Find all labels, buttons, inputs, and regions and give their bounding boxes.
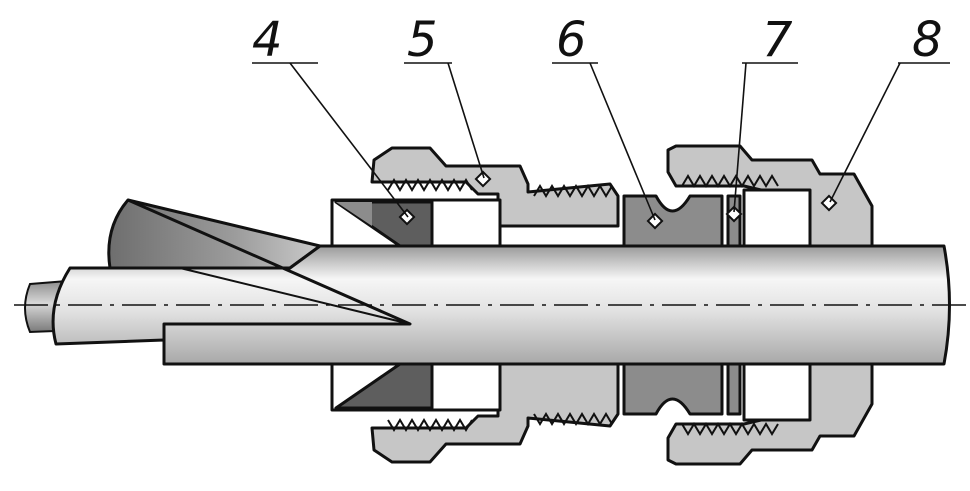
callout-6: 6 xyxy=(552,12,656,221)
ferrule-ring-top xyxy=(330,198,502,248)
washer-bottom xyxy=(726,362,742,416)
ferrule-ring-bottom xyxy=(330,362,502,412)
callout-5: 5 xyxy=(404,12,485,179)
washer-top xyxy=(725,194,743,248)
callout-label-5: 5 xyxy=(407,12,438,68)
callout-label-7: 7 xyxy=(762,12,793,68)
callout-4: 4 xyxy=(252,12,409,218)
callout-label-4: 4 xyxy=(252,12,283,68)
callout-label-6: 6 xyxy=(556,12,587,68)
bottom-half-mirror xyxy=(330,362,874,466)
callout-8: 8 xyxy=(829,12,950,203)
conical-sleeve xyxy=(107,198,322,270)
seal-ring-top xyxy=(622,194,724,248)
callout-label-8: 8 xyxy=(912,12,943,68)
right-nut-bottom xyxy=(666,362,874,466)
callout-7: 7 xyxy=(733,12,798,213)
left-nut-bottom xyxy=(370,362,620,464)
left-nut-top xyxy=(370,146,620,228)
seal-ring-bottom xyxy=(622,362,724,416)
right-nut-top xyxy=(666,144,874,248)
